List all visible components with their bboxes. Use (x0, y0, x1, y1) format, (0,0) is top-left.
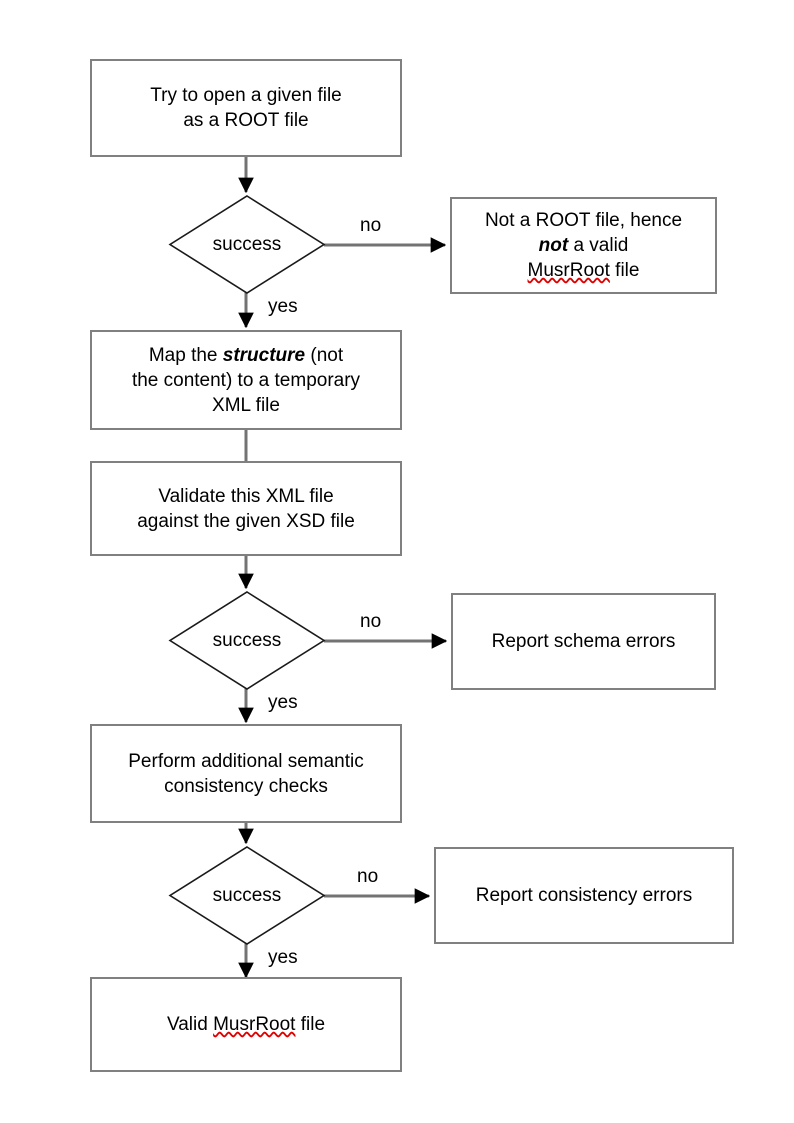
node-line: Validate this XML file (158, 485, 334, 507)
node-line: Try to open a given file (150, 85, 342, 106)
node-line-rest: a valid (568, 235, 629, 256)
node-line: the content) to a temporary (131, 369, 361, 391)
node-try-open-file[interactable]: Try to open a given file as a ROOT file (90, 59, 402, 157)
node-line: Not a ROOT file, hence (484, 210, 683, 231)
decision-label: success (212, 884, 282, 906)
node-line: as a ROOT file (183, 110, 309, 131)
edge-label-no-1: no (360, 215, 382, 236)
decision-label-wrap-success-root[interactable]: success (170, 196, 324, 293)
node-line: Valid MusrRoot file (167, 1012, 325, 1037)
decision-label: success (212, 629, 282, 651)
misspelled-word-musrroot: MusrRoot (527, 260, 610, 281)
decision-label: success (212, 233, 282, 255)
node-report-consistency-errors[interactable]: Report consistency errors (434, 847, 734, 944)
node-line-part: file (295, 1014, 326, 1035)
node-line-part: Map the (148, 344, 223, 366)
edge-label-yes-1: yes (268, 296, 298, 317)
node-line-rest: file (609, 260, 640, 281)
node-line-part: (not (305, 344, 344, 366)
node-line: consistency checks (164, 775, 328, 797)
node-line: Report consistency errors (475, 885, 693, 906)
node-line: Map the structure (not (132, 343, 360, 368)
node-line-part: Valid (166, 1014, 214, 1035)
node-line: not a valid (485, 233, 682, 258)
emphasis-not: not (538, 235, 569, 256)
edge-label-yes-3: yes (268, 947, 298, 968)
edge-label-no-2: no (360, 611, 382, 632)
node-report-schema-errors[interactable]: Report schema errors (451, 593, 716, 690)
node-valid-musrroot-file[interactable]: Valid MusrRoot file (90, 977, 402, 1072)
node-line: against the given XSD file (137, 510, 355, 532)
decision-label-wrap-success-schema[interactable]: success (170, 592, 324, 689)
node-line: Report schema errors (491, 631, 676, 652)
edge-label-no-3: no (357, 866, 379, 887)
node-not-a-root-file[interactable]: Not a ROOT file, hence not a valid MusrR… (450, 197, 717, 294)
node-map-structure-to-xml[interactable]: Map the structure (not the content) to a… (90, 330, 402, 430)
node-validate-xml-against-xsd[interactable]: Validate this XML file against the given… (90, 461, 402, 556)
node-line: Perform additional semantic (128, 750, 364, 772)
node-line: XML file (212, 394, 280, 416)
node-semantic-consistency-checks[interactable]: Perform additional semantic consistency … (90, 724, 402, 823)
node-line: MusrRoot file (485, 258, 682, 283)
emphasis-structure: structure (222, 344, 306, 366)
edge-label-yes-2: yes (268, 692, 298, 713)
misspelled-word-musrroot: MusrRoot (213, 1014, 296, 1035)
decision-label-wrap-success-semantic[interactable]: success (170, 847, 324, 944)
